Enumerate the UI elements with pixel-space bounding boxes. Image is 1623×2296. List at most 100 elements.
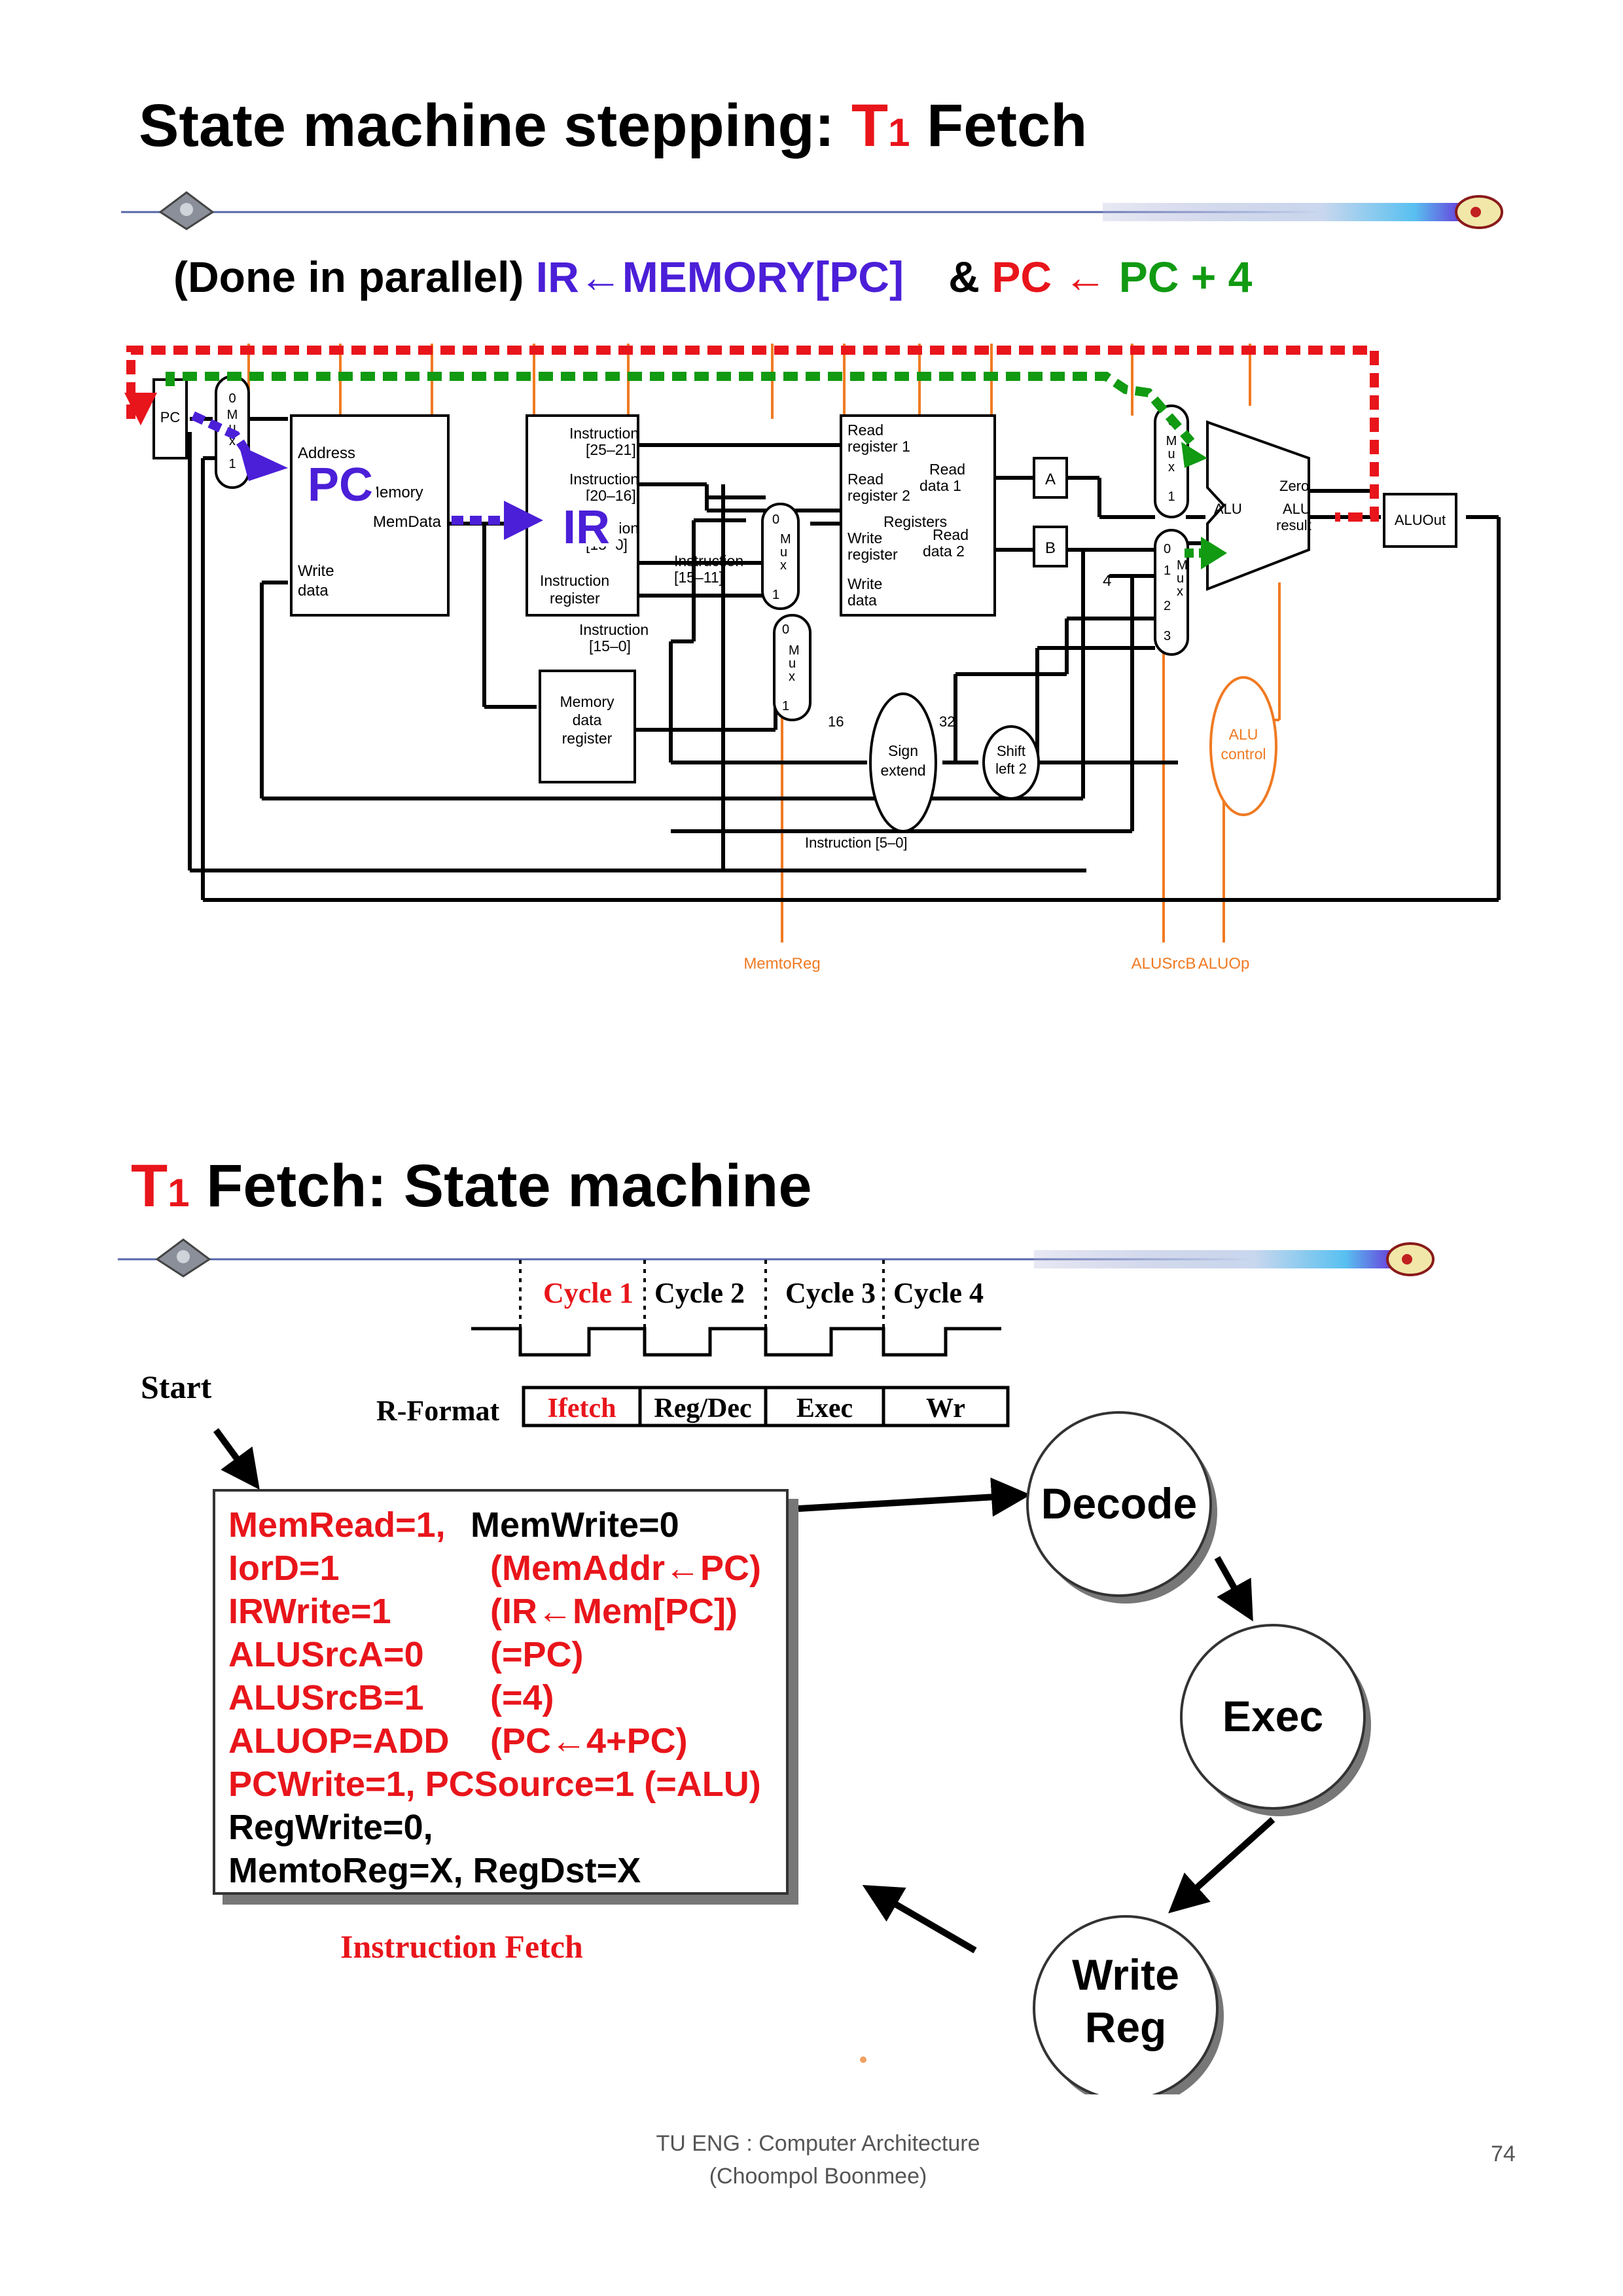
red-arrow-icon	[124, 393, 157, 425]
title-divider-ribbon	[121, 191, 1503, 230]
alu-control-unit	[1209, 676, 1277, 816]
svg-text:x: x	[1168, 460, 1175, 475]
svg-text:Zero: Zero	[1279, 478, 1309, 494]
svg-text:ALU: ALU	[1214, 501, 1242, 517]
fetch-control-line: ALUSrcA=0 (=PC)	[228, 1634, 773, 1677]
register-a	[1033, 457, 1068, 499]
rocket-icon	[1386, 1242, 1435, 1276]
svg-text:Read: Read	[847, 422, 883, 439]
svg-text:1: 1	[772, 588, 779, 602]
svg-text:Read: Read	[929, 461, 965, 478]
parallel-statement: (Done in parallel) IR←MEMORY[PC] & PC ← …	[173, 253, 1253, 301]
clock-waveform	[471, 1327, 1001, 1357]
svg-text:0: 0	[1164, 542, 1171, 556]
svg-text:3: 3	[1164, 629, 1171, 643]
fetch-control-comment: MemWrite=0	[471, 1505, 679, 1545]
bullet-dot	[860, 2056, 866, 2063]
svg-text:Instruction: Instruction	[569, 471, 639, 488]
green-arrow-icon	[1181, 442, 1207, 468]
aluout-register	[1383, 493, 1457, 548]
svg-text:Cycle 2: Cycle 2	[654, 1277, 745, 1309]
svg-text:Reg: Reg	[1085, 2003, 1167, 2051]
svg-text:MemtoReg: MemtoReg	[743, 955, 820, 973]
svg-text:Cycle 3: Cycle 3	[785, 1277, 876, 1309]
spaceship-icon	[158, 191, 215, 230]
slide1-title: State machine stepping: T1 Fetch	[139, 92, 1088, 159]
register-file	[840, 414, 996, 617]
fetch-control-comment: (=PC)	[490, 1635, 584, 1674]
svg-text:Reg/Dec: Reg/Dec	[654, 1393, 751, 1424]
svg-text:ALU: ALU	[1283, 501, 1311, 517]
svg-text:PC: PC	[308, 459, 373, 511]
svg-text:B: B	[1045, 539, 1056, 557]
svg-text:1: 1	[1168, 490, 1175, 504]
decode-state	[1026, 1411, 1212, 1597]
svg-text:data 2: data 2	[923, 543, 965, 560]
fetch-control-line: IorD=1(MemAddr←PC)	[228, 1548, 773, 1591]
svg-text:Instruction: Instruction	[569, 425, 639, 442]
multicycle-datapath-diagram: PC 0 M u x 1 Address Memory MemData Writ…	[124, 344, 1501, 973]
fetch-control-line: RegWrite=0,	[228, 1807, 773, 1850]
svg-text:data 1: data 1	[919, 477, 961, 494]
svg-text:extend: extend	[880, 762, 925, 779]
svg-text:4: 4	[1103, 572, 1111, 590]
svg-text:Read: Read	[847, 471, 883, 488]
fetch-control-comment: (PC←4+PC)	[490, 1721, 688, 1761]
svg-text:Exec: Exec	[796, 1393, 853, 1424]
svg-text:u: u	[1177, 571, 1184, 586]
fetch-control-comment: (=4)	[490, 1678, 554, 1717]
fetch-control-line: MemtoReg=X, RegDst=X	[228, 1850, 773, 1893]
svg-text:result: result	[1276, 517, 1311, 533]
svg-text:Cycle 4: Cycle 4	[893, 1277, 984, 1309]
alusrcb-mux	[1154, 529, 1189, 656]
rocket-icon	[1455, 195, 1503, 229]
memory-unit	[290, 414, 450, 617]
start-label: Start	[141, 1369, 212, 1405]
memory-data-register	[539, 670, 636, 783]
svg-text:Instruction [5–0]: Instruction [5–0]	[805, 834, 908, 851]
fetch-control-signal: ALUOP=ADD	[228, 1721, 450, 1761]
svg-text:M: M	[1177, 558, 1188, 573]
svg-text:[25–21]: [25–21]	[586, 441, 636, 458]
footer: TU ENG : Computer Architecture (Choompol…	[656, 2131, 980, 2189]
svg-text:Ifetch: Ifetch	[548, 1393, 616, 1424]
svg-text:u: u	[780, 545, 787, 560]
svg-text:data: data	[298, 582, 329, 600]
svg-text:0: 0	[782, 622, 789, 637]
rformat-label: R-Format	[376, 1395, 500, 1427]
svg-text:Instruction: Instruction	[674, 552, 743, 569]
memtoreg-mux	[773, 614, 812, 721]
svg-text:ALUOp: ALUOp	[1198, 955, 1250, 973]
svg-text:16: 16	[828, 713, 844, 730]
svg-text:Write: Write	[298, 562, 334, 580]
fetch-control-line: MemRead=1,MemWrite=0	[228, 1505, 773, 1548]
blue-arrow-icon	[239, 445, 288, 481]
svg-text:u: u	[1168, 447, 1175, 461]
cycle-timing-diagram: Cycle 1 Cycle 2 Cycle 3 Cycle 4	[471, 1260, 1001, 1357]
exec-state	[1180, 1624, 1366, 1810]
state-machine-diagram: Decode Exec Write Reg	[213, 1411, 1371, 2094]
page-number: 74	[1491, 2142, 1516, 2166]
svg-text:Shift: Shift	[997, 743, 1026, 759]
svg-text:x: x	[1177, 584, 1183, 599]
svg-text:M: M	[227, 408, 238, 422]
write-reg-state	[1033, 1915, 1219, 2094]
fetch-control-signal: ALUSrcA=0	[228, 1635, 424, 1674]
svg-text:data: data	[573, 711, 602, 728]
svg-text:1: 1	[1164, 564, 1171, 578]
svg-text:Wr: Wr	[926, 1393, 965, 1424]
shift-left-unit	[982, 725, 1040, 800]
svg-text:Write: Write	[847, 529, 882, 547]
svg-text:MemData: MemData	[373, 513, 442, 531]
svg-text:M: M	[780, 532, 791, 547]
svg-text:Exec: Exec	[1222, 1692, 1323, 1740]
svg-text:register: register	[562, 730, 613, 747]
spaceship-icon	[155, 1238, 211, 1278]
svg-text:Sign: Sign	[888, 742, 918, 759]
fetch-control-signal: MemtoReg=X, RegDst=X	[228, 1851, 641, 1890]
fetch-control-signal: PCWrite=1, PCSource=1 (=ALU)	[228, 1765, 761, 1804]
fetch-control-signal: IorD=1	[228, 1549, 340, 1588]
svg-text:Write: Write	[1072, 1950, 1179, 1999]
svg-text:Read: Read	[933, 526, 969, 543]
svg-text:[15–0]: [15–0]	[589, 637, 631, 655]
